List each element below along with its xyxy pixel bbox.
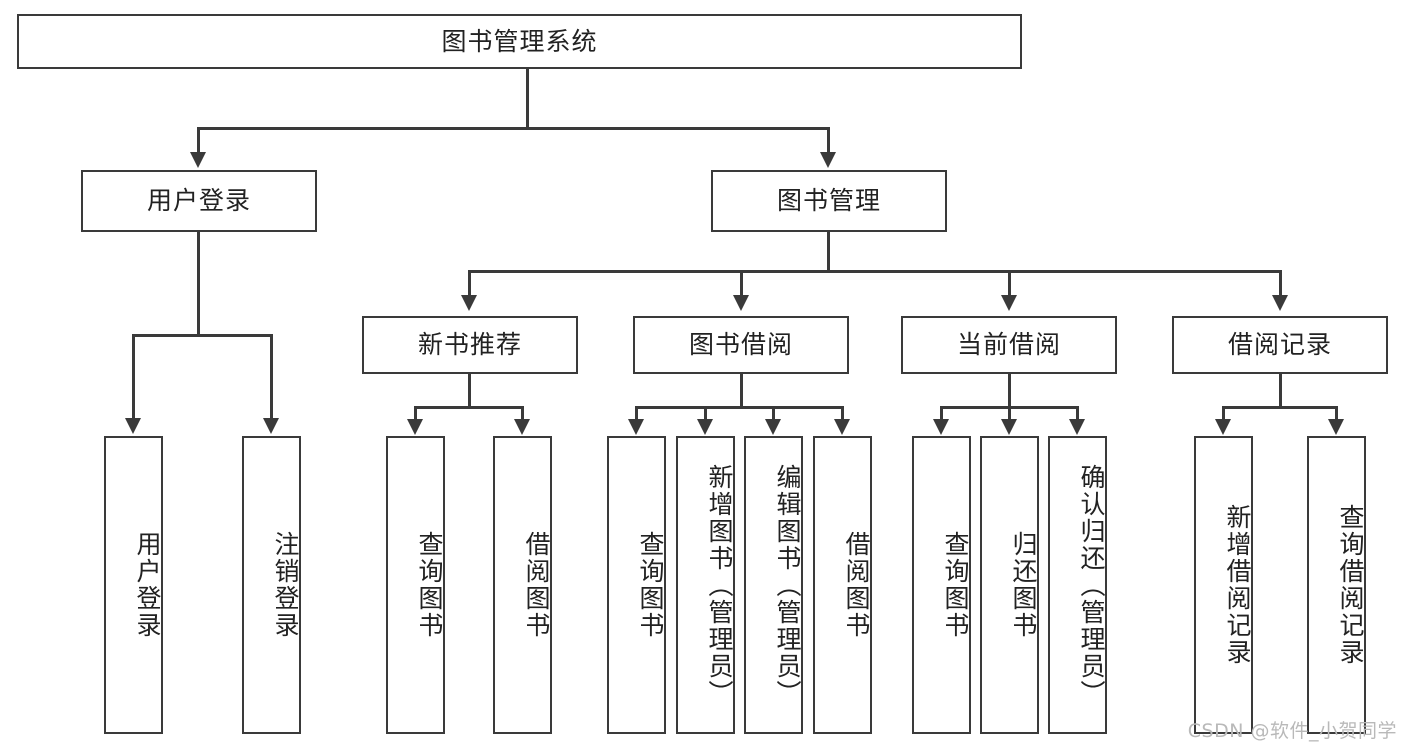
node-label: 查询图书 — [415, 531, 444, 639]
edge-new-book-recommend-rail — [415, 406, 523, 409]
node-label: 图书借阅 — [688, 330, 793, 360]
arrowhead-leaf-query-book-1 — [407, 419, 423, 435]
node-label: 新增借阅记录 — [1223, 504, 1252, 666]
arrowhead-borrow-record — [1272, 295, 1288, 311]
node-new-book-recommend[interactable]: 新书推荐 — [362, 316, 578, 374]
node-label: 新书推荐 — [417, 330, 522, 360]
arrowhead-leaf-add-record — [1215, 419, 1231, 435]
edge-to-current-borrow — [1008, 270, 1011, 297]
node-label: 用户登录 — [146, 186, 251, 216]
leaf-borrow-book-2[interactable]: 借阅图书 — [813, 436, 872, 734]
edge-to-book-manage — [827, 127, 830, 154]
node-label: 借阅记录 — [1227, 330, 1332, 360]
leaf-query-book-2[interactable]: 查询图书 — [607, 436, 666, 734]
node-book-management[interactable]: 图书管理 — [711, 170, 947, 232]
leaf-logout[interactable]: 注销登录 — [242, 436, 301, 734]
arrowhead-book-manage — [820, 152, 836, 168]
node-label: 图书管理系统 — [441, 26, 598, 56]
arrowhead-book-borrow — [733, 295, 749, 311]
arrowhead-leaf-edit-book — [765, 419, 781, 435]
edge-cb-child2 — [1008, 406, 1011, 420]
arrowhead-current-borrow — [1001, 295, 1017, 311]
edge-cb-child3 — [1076, 406, 1079, 420]
leaf-return-book[interactable]: 归还图书 — [980, 436, 1039, 734]
csdn-watermark: CSDN @软件_小贺同学 — [1187, 720, 1397, 742]
node-label: 借阅图书 — [842, 531, 871, 639]
arrowhead-leaf-logout — [263, 418, 279, 434]
arrowhead-leaf-add-book — [697, 419, 713, 435]
edge-user-login-child1 — [132, 334, 135, 418]
node-label: 查询图书 — [636, 531, 665, 639]
edge-to-new-book-recommend — [468, 270, 471, 297]
node-user-login[interactable]: 用户登录 — [81, 170, 317, 232]
edge-user-login-rail — [133, 334, 273, 337]
arrowhead-leaf-confirm-return — [1069, 419, 1085, 435]
edge-book-borrow-stem — [740, 374, 743, 408]
node-label: 查询图书 — [941, 531, 970, 639]
leaf-add-book[interactable]: 新增图书（管理员） — [676, 436, 735, 734]
arrowhead-leaf-query-book-2 — [628, 419, 644, 435]
edge-level3-rail — [469, 270, 1282, 273]
leaf-edit-book[interactable]: 编辑图书（管理员） — [744, 436, 803, 734]
edge-user-login-child2 — [270, 334, 273, 418]
edge-new-book-recommend-stem — [468, 374, 471, 408]
arrowhead-leaf-user-login — [125, 418, 141, 434]
edge-nbr-child2 — [521, 406, 524, 420]
edge-current-borrow-stem — [1008, 374, 1011, 408]
node-label: 图书管理 — [776, 186, 881, 216]
node-label: 查询借阅记录 — [1336, 504, 1365, 666]
node-book-borrow[interactable]: 图书借阅 — [633, 316, 849, 374]
arrowhead-leaf-query-record — [1328, 419, 1344, 435]
node-root-book-management-system[interactable]: 图书管理系统 — [17, 14, 1022, 69]
edge-cb-child1 — [940, 406, 943, 420]
edge-br-child2 — [1335, 406, 1338, 420]
node-label: 注销登录 — [271, 531, 300, 639]
edge-to-book-borrow — [740, 270, 743, 297]
edge-bb-child2 — [704, 406, 707, 420]
node-label: 确认归还（管理员） — [1077, 463, 1106, 707]
leaf-query-book-1[interactable]: 查询图书 — [386, 436, 445, 734]
edge-book-borrow-rail — [636, 406, 844, 409]
edge-nbr-child1 — [414, 406, 417, 420]
leaf-user-login[interactable]: 用户登录 — [104, 436, 163, 734]
node-label: 当前借阅 — [956, 330, 1061, 360]
node-current-borrow[interactable]: 当前借阅 — [901, 316, 1117, 374]
arrowhead-leaf-query-book-3 — [933, 419, 949, 435]
node-label: 归还图书 — [1009, 531, 1038, 639]
edge-book-manage-stem — [827, 232, 830, 272]
leaf-borrow-book-1[interactable]: 借阅图书 — [493, 436, 552, 734]
node-label: 编辑图书（管理员） — [773, 463, 802, 707]
arrowhead-leaf-borrow-book-2 — [834, 419, 850, 435]
leaf-confirm-return[interactable]: 确认归还（管理员） — [1048, 436, 1107, 734]
edge-borrow-record-stem — [1279, 374, 1282, 408]
arrowhead-leaf-borrow-book-1 — [514, 419, 530, 435]
arrowhead-new-book-recommend — [461, 295, 477, 311]
edge-bb-child4 — [841, 406, 844, 420]
edge-root-stem — [526, 69, 529, 129]
edge-bb-child1 — [635, 406, 638, 420]
edge-to-user-login — [197, 127, 200, 154]
edge-br-child1 — [1222, 406, 1225, 420]
edge-borrow-record-rail — [1223, 406, 1337, 409]
arrowhead-user-login — [190, 152, 206, 168]
node-borrow-record[interactable]: 借阅记录 — [1172, 316, 1388, 374]
edge-level1-rail — [198, 127, 830, 130]
leaf-query-book-3[interactable]: 查询图书 — [912, 436, 971, 734]
leaf-add-record[interactable]: 新增借阅记录 — [1194, 436, 1253, 734]
edge-to-borrow-record — [1279, 270, 1282, 297]
edge-bb-child3 — [772, 406, 775, 420]
edge-user-login-stem — [197, 232, 200, 336]
arrowhead-leaf-return-book — [1001, 419, 1017, 435]
node-label: 借阅图书 — [522, 531, 551, 639]
node-label: 用户登录 — [133, 531, 162, 639]
leaf-query-record[interactable]: 查询借阅记录 — [1307, 436, 1366, 734]
node-label: 新增图书（管理员） — [705, 463, 734, 707]
